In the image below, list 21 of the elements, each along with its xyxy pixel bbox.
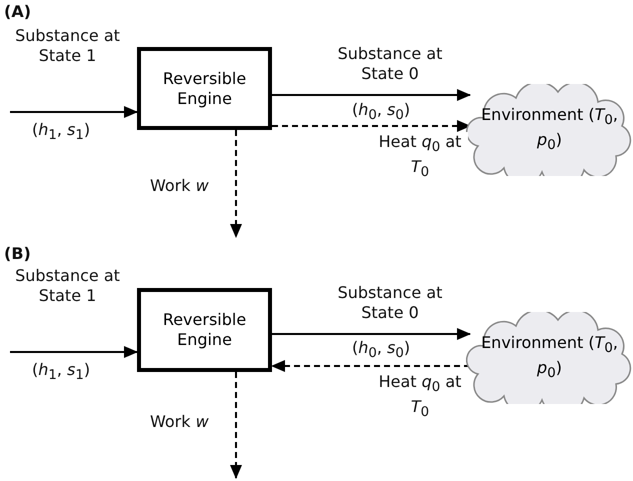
cloud-shape <box>466 84 633 176</box>
dashed-arrow <box>230 372 242 479</box>
arrow <box>10 106 138 118</box>
arrow <box>272 328 471 340</box>
cloud-label: Environment (T$_{0}$, p$_{0}$) <box>481 105 618 155</box>
engine-box <box>137 288 272 372</box>
cloud-shape <box>466 312 633 404</box>
cloud-label: Environment (T$_{0}$, p$_{0}$) <box>481 333 618 383</box>
arrow <box>272 89 471 101</box>
dashed-arrow <box>230 130 242 238</box>
box-label: Reversible Engine <box>162 68 248 108</box>
state-label: (h$_{0}$, s$_{0}$) <box>352 100 410 125</box>
state-label: (h$_{1}$, s$_{1}$) <box>32 120 90 145</box>
dashed-arrow <box>271 360 470 372</box>
panel-label: (A) <box>4 2 32 22</box>
panel-label: (B) <box>4 244 31 264</box>
box-label: Reversible Engine <box>162 310 248 350</box>
engine-box <box>137 47 272 130</box>
arrow <box>10 346 138 358</box>
state-label: (h$_{0}$, s$_{0}$) <box>352 338 410 363</box>
state-label: (h$_{1}$, s$_{1}$) <box>32 360 90 385</box>
